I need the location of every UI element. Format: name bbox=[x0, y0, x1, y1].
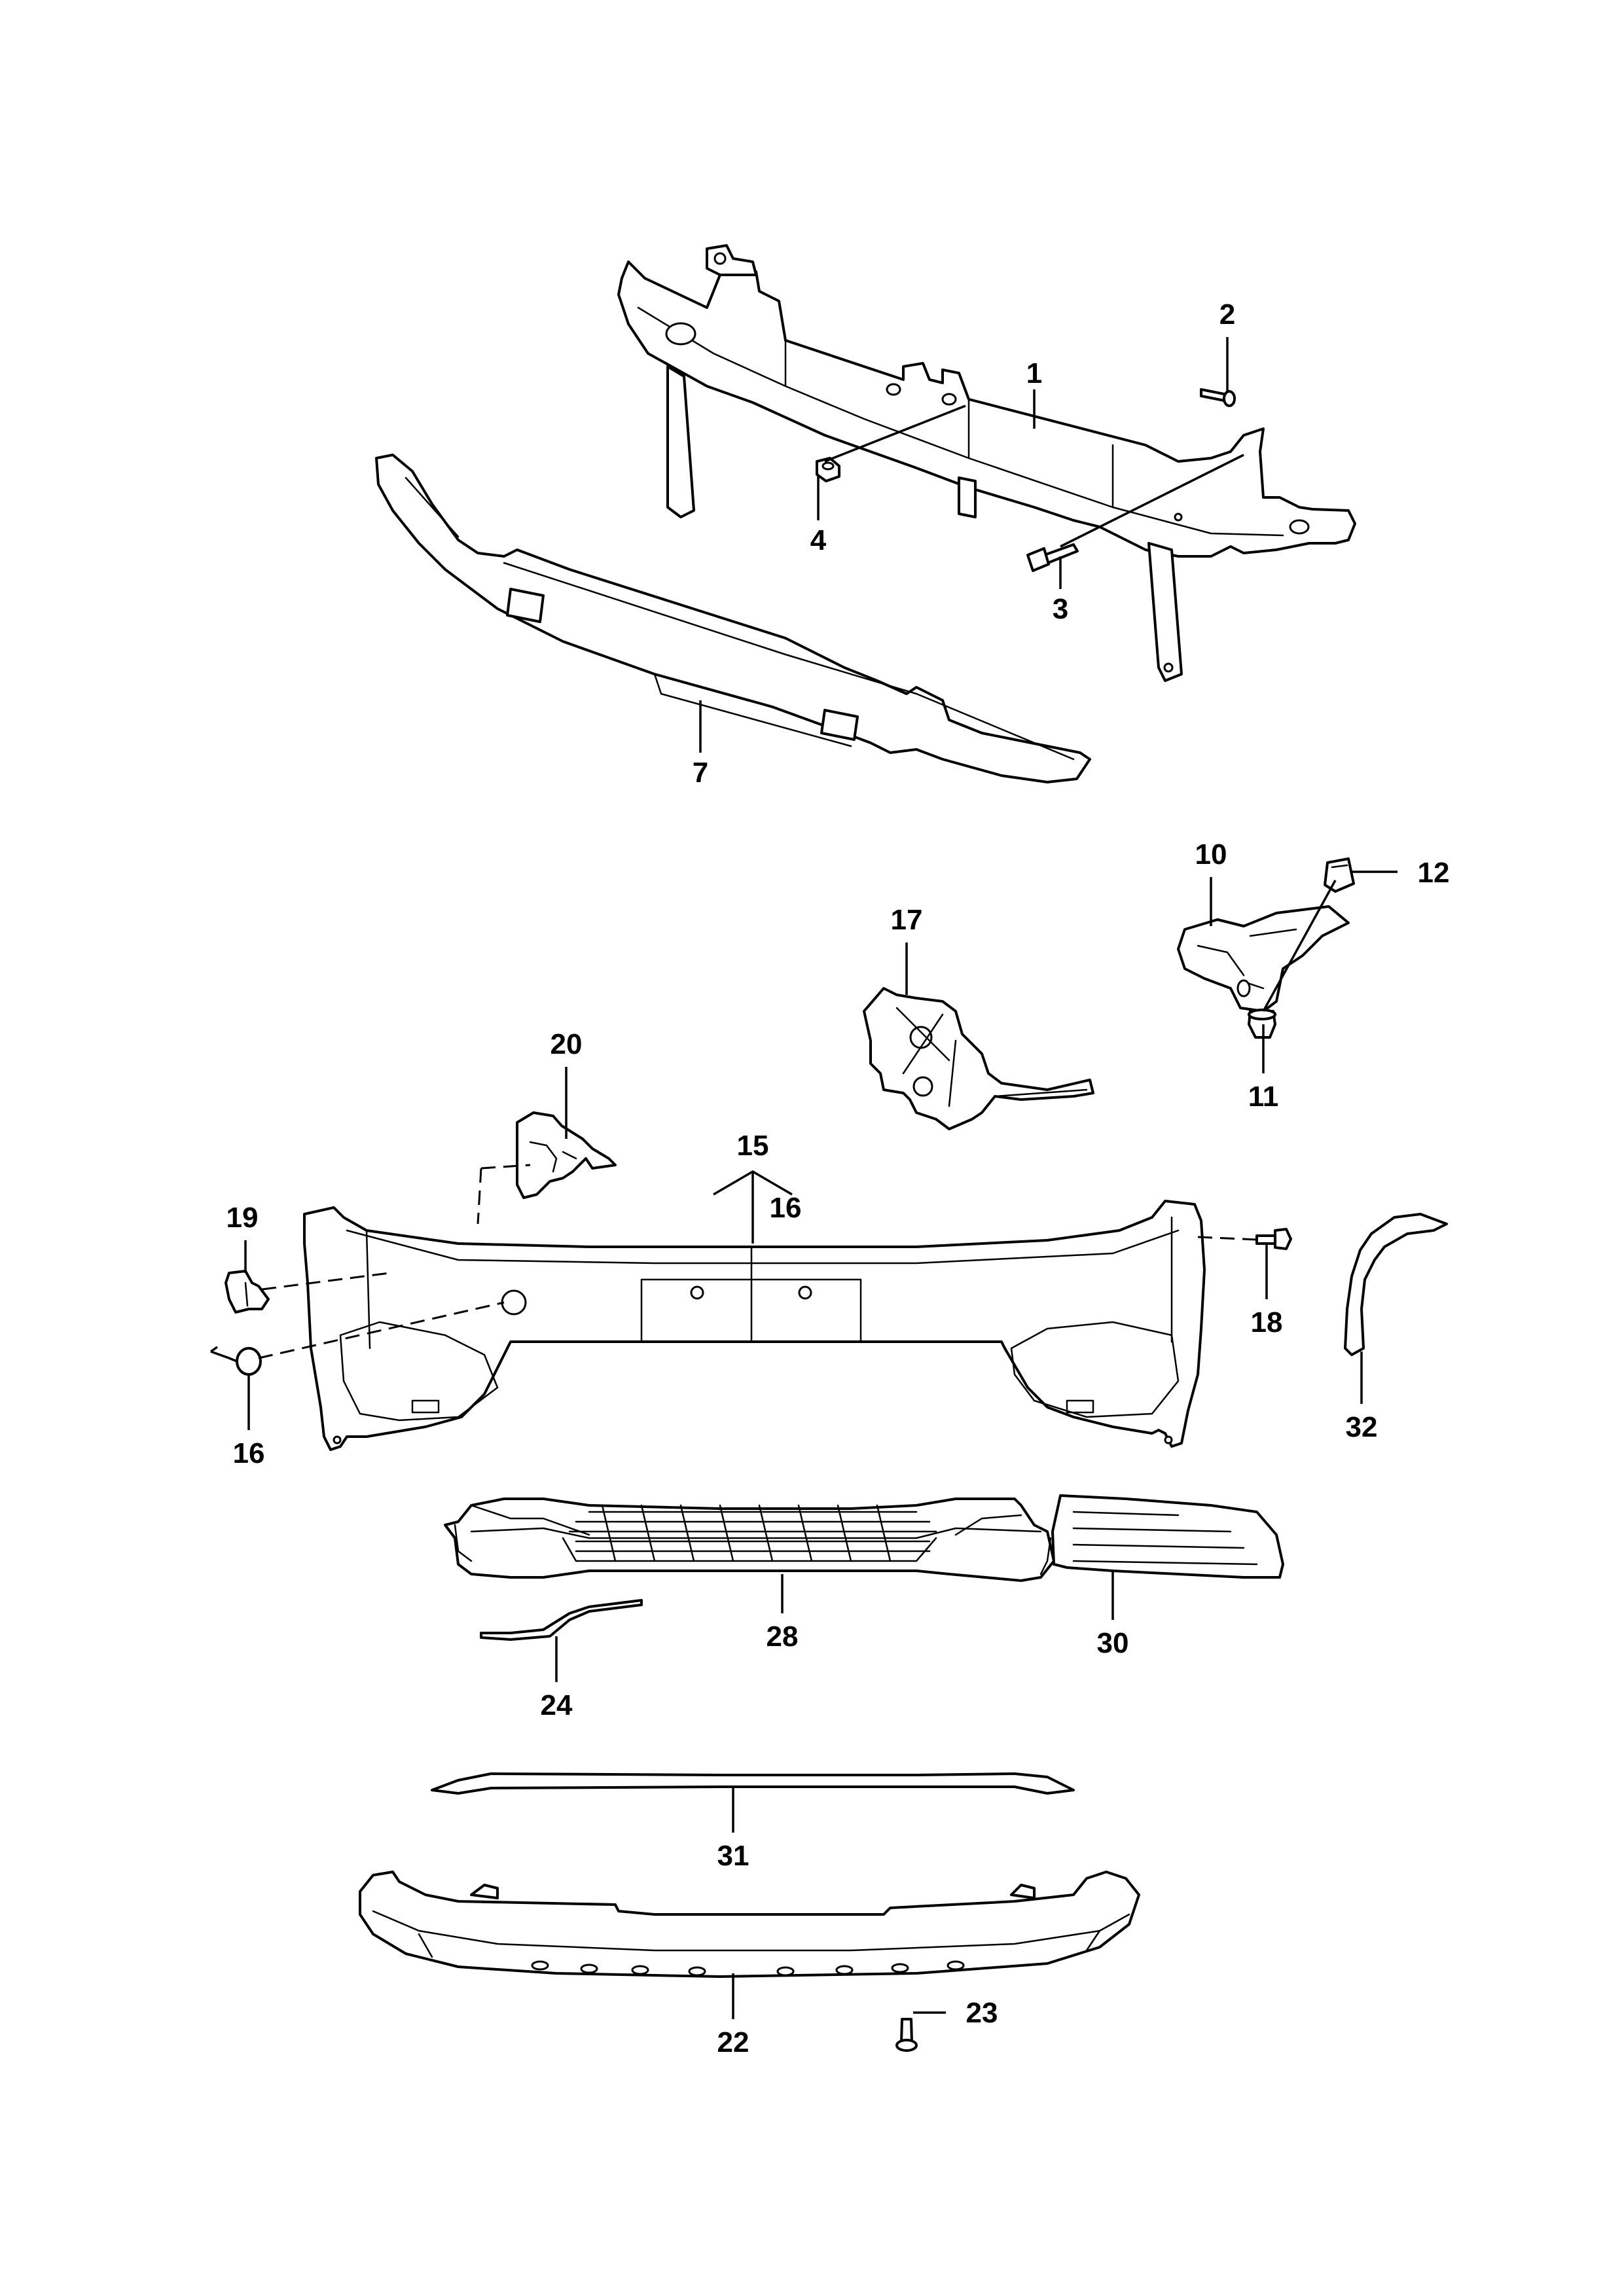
cover-part-19 bbox=[225, 1270, 270, 1314]
cap-part-16 bbox=[236, 1347, 262, 1376]
callout-20: 20 bbox=[550, 1028, 583, 1060]
trim-strip-part-31 bbox=[431, 1772, 1075, 1795]
callout-31: 31 bbox=[717, 1840, 749, 1872]
bracket-part-10 bbox=[1177, 905, 1350, 1013]
expanding-nut-part-11 bbox=[1248, 1009, 1276, 1039]
callout-7: 7 bbox=[693, 757, 708, 789]
bumper-carrier-part bbox=[617, 244, 1356, 682]
callout-24: 24 bbox=[541, 1689, 573, 1721]
callout-22: 22 bbox=[717, 2026, 749, 2058]
nut-part-4 bbox=[816, 457, 840, 482]
callout-labels: 1 2 3 4 7 10 11 12 15 16 16 17 18 19 20 … bbox=[226, 298, 1450, 2058]
screw-part-18 bbox=[1255, 1228, 1292, 1250]
wheel-arch-trim-part-32 bbox=[1344, 1213, 1448, 1356]
callout-16-cover: 16 bbox=[770, 1192, 802, 1224]
callout-17: 17 bbox=[891, 904, 923, 936]
spoiler-holes bbox=[531, 1960, 965, 1977]
retainer-part-20 bbox=[516, 1111, 617, 1199]
callout-12: 12 bbox=[1418, 857, 1450, 889]
trim-strip-part-24 bbox=[480, 1599, 643, 1641]
grille-mesh bbox=[568, 1504, 937, 1562]
clip-part-12 bbox=[1324, 857, 1355, 893]
callout-23: 23 bbox=[966, 1997, 998, 2029]
callout-3: 3 bbox=[1053, 593, 1068, 625]
callout-15: 15 bbox=[737, 1130, 769, 1162]
callout-19: 19 bbox=[226, 1202, 259, 1234]
bumper-cover-part bbox=[303, 1200, 1206, 1451]
grille-part-28 bbox=[444, 1498, 1055, 1582]
callout-11: 11 bbox=[1248, 1081, 1279, 1113]
callout-28: 28 bbox=[767, 1621, 799, 1653]
callout-18: 18 bbox=[1251, 1306, 1283, 1338]
callout-4: 4 bbox=[810, 524, 827, 556]
guide-profile-part-17 bbox=[863, 987, 1094, 1130]
callout-1: 1 bbox=[1026, 357, 1042, 389]
callout-2: 2 bbox=[1219, 298, 1235, 331]
leader-lines bbox=[209, 337, 1398, 2019]
callout-32: 32 bbox=[1346, 1411, 1378, 1443]
screw-part-2 bbox=[1200, 388, 1236, 407]
callout-30: 30 bbox=[1097, 1627, 1129, 1659]
energy-absorber-part bbox=[375, 454, 1091, 783]
spoiler-part-22 bbox=[359, 1871, 1140, 1978]
callout-16-cap: 16 bbox=[233, 1437, 265, 1469]
side-grille-part-30 bbox=[1051, 1494, 1284, 1579]
rivet-part-23 bbox=[895, 2018, 918, 2052]
callout-10: 10 bbox=[1195, 838, 1227, 870]
bolt-part-3 bbox=[1026, 543, 1079, 572]
